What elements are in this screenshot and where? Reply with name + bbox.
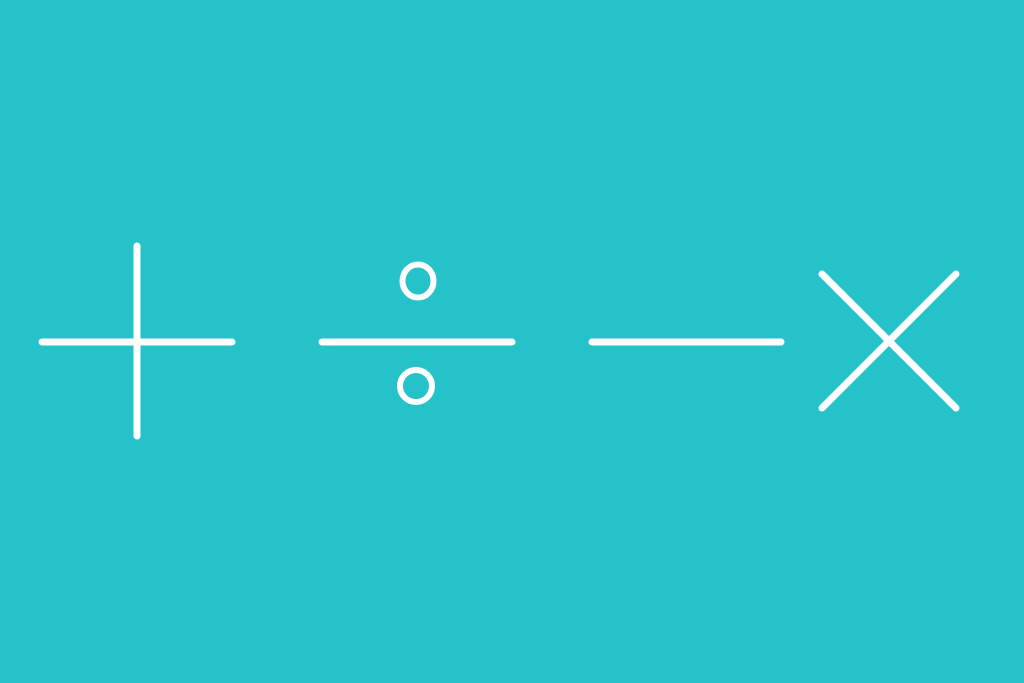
divide-icon (318, 261, 516, 405)
plus-icon (38, 242, 236, 440)
multiply-icon (818, 270, 960, 412)
